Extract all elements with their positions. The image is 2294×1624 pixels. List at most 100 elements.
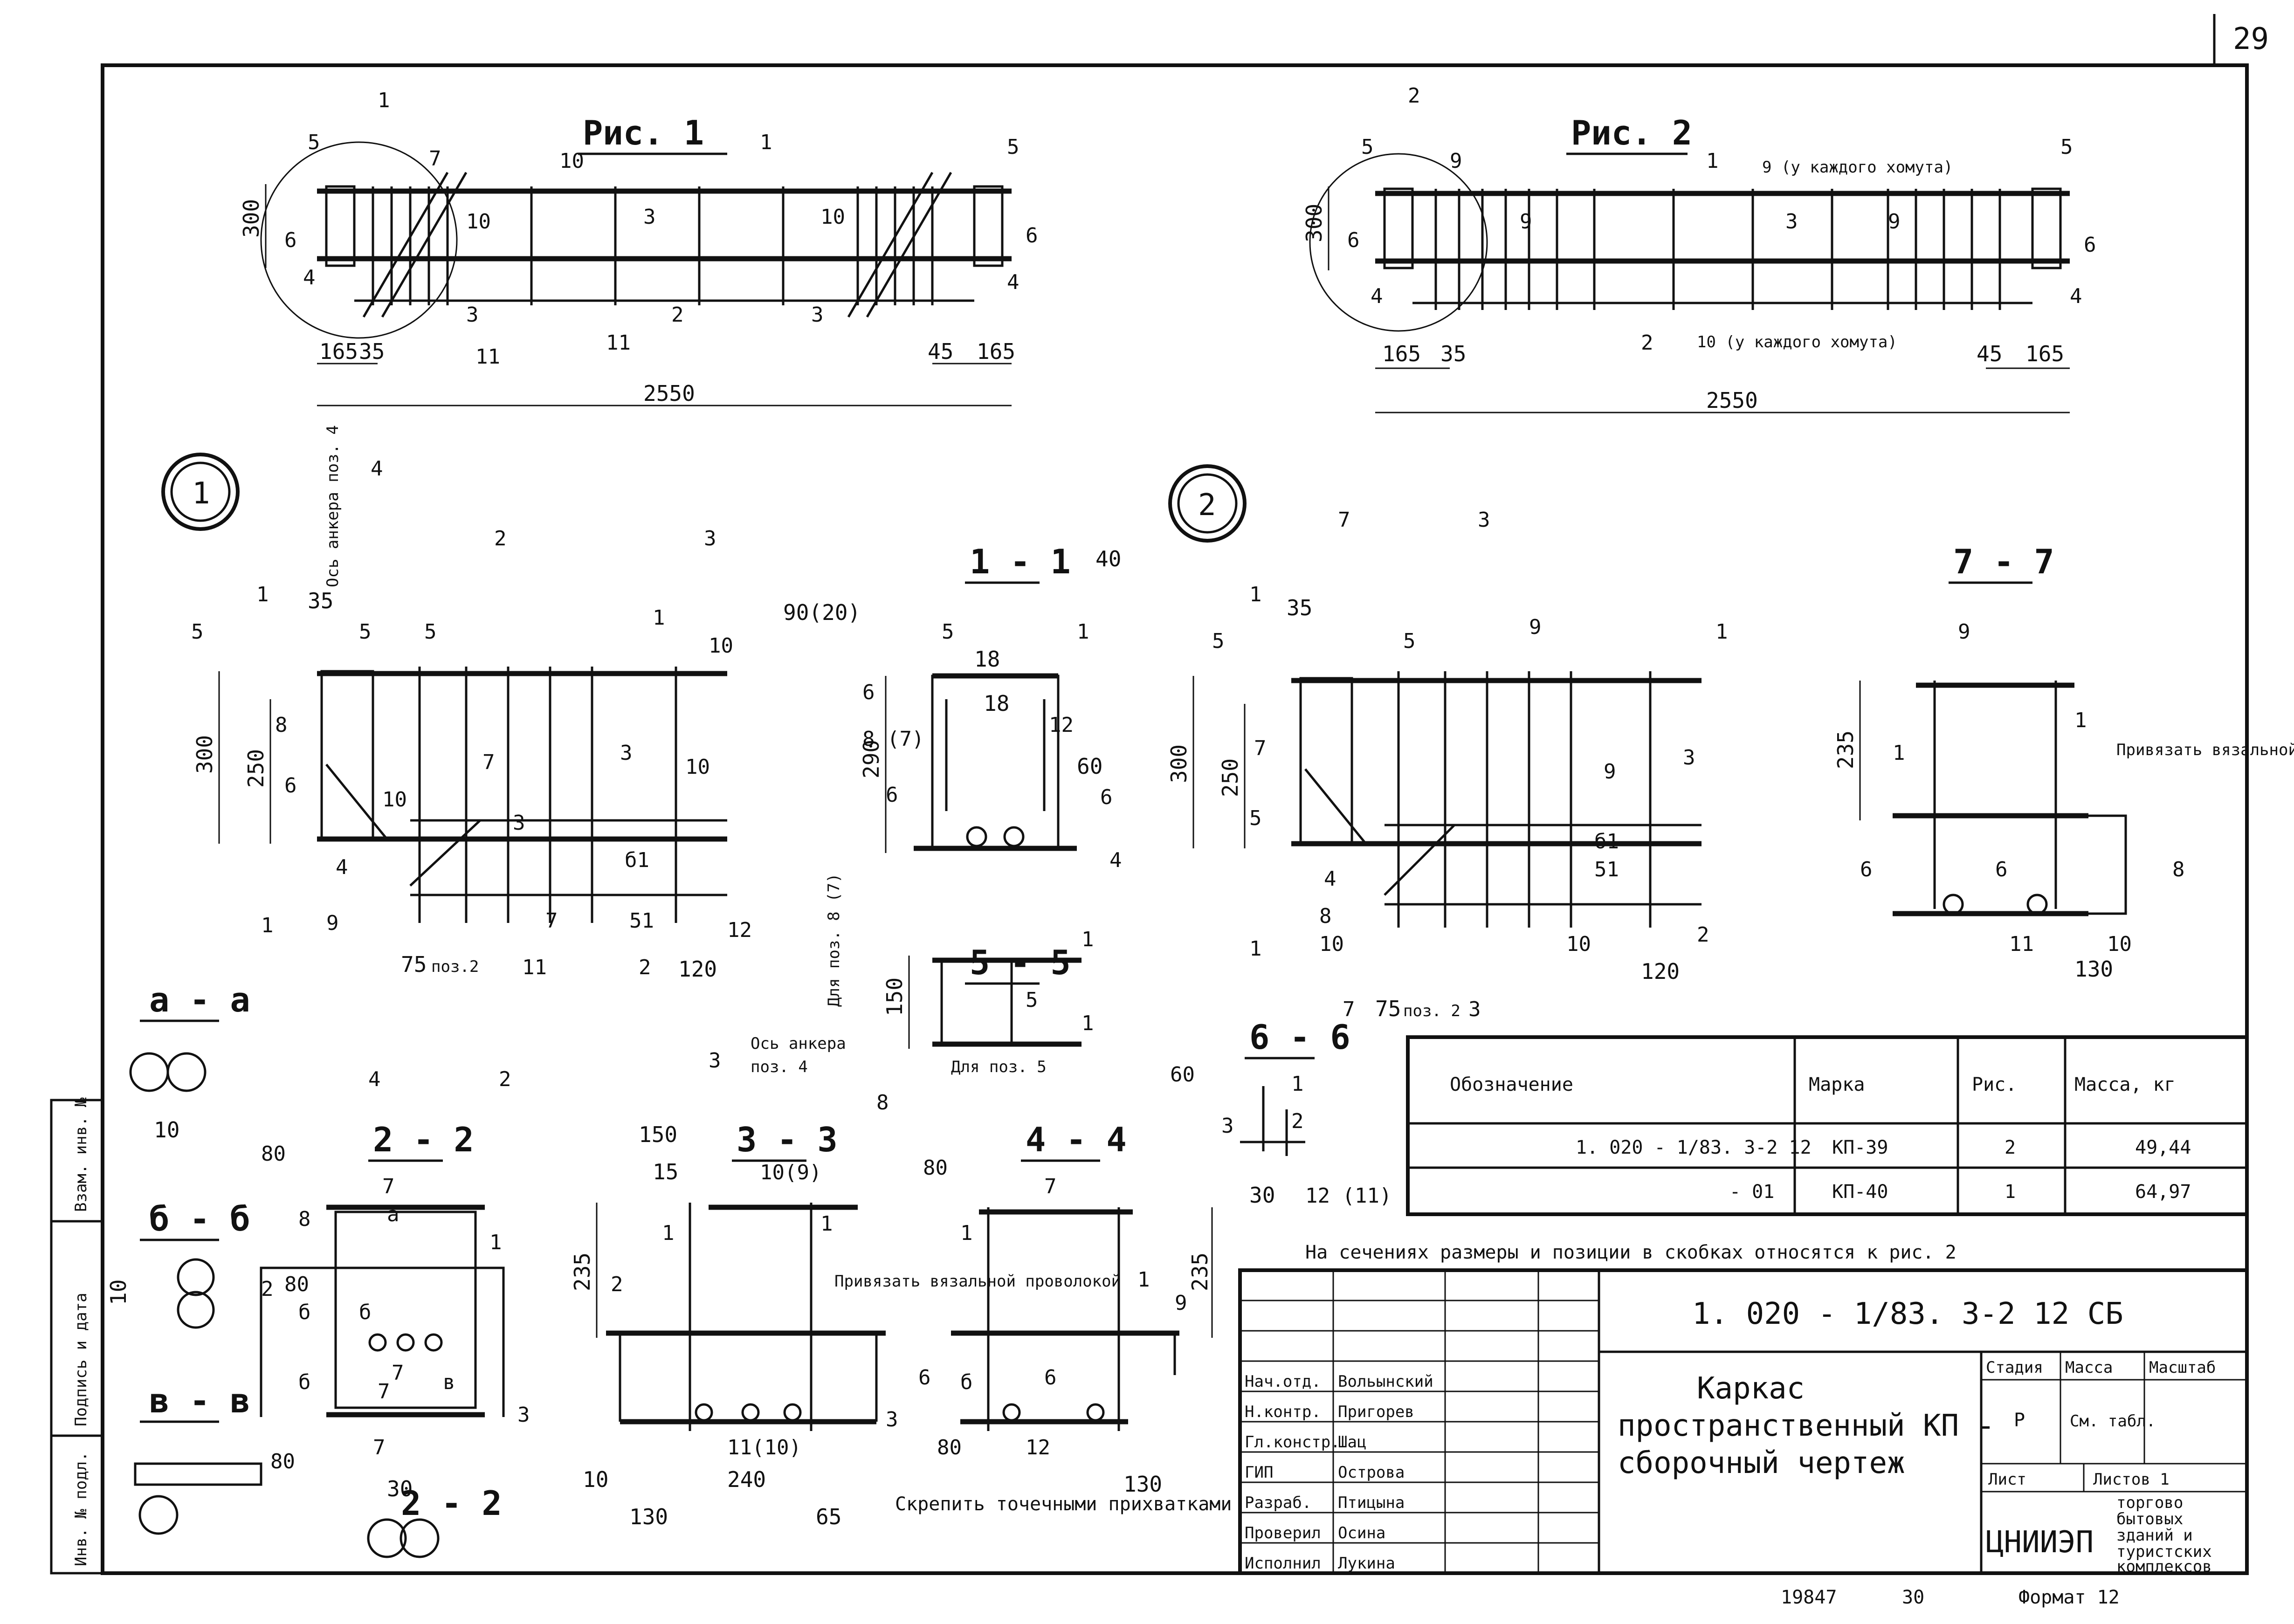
label-stamp-scale_h: Масштаб (2149, 1358, 2216, 1377)
label-sec11-dims-1: 18 (974, 647, 1000, 672)
label-fig1-pos-16: 4 (1007, 270, 1020, 294)
label-stamp-people-5-0: Проверил (1245, 1524, 1321, 1542)
spec-table: Обозначение Марка Рис. Масса, кг 1. 020 … (1406, 1035, 2249, 1216)
label-stamp-mass_h: Масса (2065, 1358, 2113, 1377)
node1-dim-35: 35 (308, 588, 333, 613)
label-sec33-pos-1: 1 (662, 1221, 675, 1245)
fig1-dim-165-left: 165 (319, 339, 358, 364)
section-6-6: 6 - 6 30 60 1 2 3 12 (11) (1170, 1018, 1392, 1208)
side-label-sign: Подпись и дата (72, 1293, 90, 1426)
section-7-7: 7 - 7 235 130 Привязать вязальной провол… (1833, 542, 2294, 982)
side-label-replace: Взам. инв. № (72, 1097, 90, 1212)
label-sec11-pos-2: 8 (7) (862, 727, 924, 751)
fig2-height: 300 (1302, 204, 1327, 242)
node1-dim-75: 75 (401, 952, 427, 977)
label-sec22-pos-1: 7 (382, 1175, 395, 1198)
label-node1-pos-11: 7 (482, 750, 495, 774)
label-sec77-pos-0: 9 (1958, 620, 1970, 644)
node2: 2 300 250 35 75 поз. 2 120 7 3 1 5 5 9 1 (1166, 464, 1728, 1021)
label-fig1-pos-2: 6 (284, 228, 297, 252)
label-node1-pos-4: 5 (191, 620, 204, 644)
label-spec-headers-3: Масса, кг (2074, 1074, 2176, 1095)
label-node1-pos-21: 7 (545, 909, 558, 933)
fig1-total: 2550 (643, 381, 695, 406)
fig2-total: 2550 (1706, 388, 1758, 413)
label-stamp-people-6-1: Лукина (1338, 1554, 1395, 1573)
label-fig2-pos-4: 4 (1371, 284, 1383, 308)
label-node1-pos-5: 5 (359, 620, 372, 644)
label-spec-rows-0-2: 2 (2005, 1137, 2016, 1158)
label-sec44-pos-1: 7 (1044, 1175, 1057, 1198)
label-sec22-pos-10: 7 (392, 1361, 404, 1385)
label-sec22-pos-11: 80 (270, 1450, 295, 1473)
label-fig1-pos-14: 5 (1007, 135, 1020, 159)
label-node2-pos-11: 4 (1324, 867, 1336, 891)
label-spec-headers-2: Рис. (1972, 1074, 2017, 1095)
label-sec11-pos-0: 5 (942, 620, 954, 644)
copy-number: 30 (1902, 1587, 1924, 1608)
label-sec22-title2: 2 - 2 (401, 1484, 502, 1523)
label-sec22-pos-15: а (387, 1203, 400, 1226)
section-2-2: 2 - 2 2 - 2 30 80 7 1 8 2 80 б б 3 б 7 8… (260, 1120, 530, 1558)
label-spec-rows-1-3: 64,97 (2135, 1181, 2191, 1203)
label-sec22-pos-5: 80 (284, 1273, 309, 1296)
label-sec44-dims-0: 235 (1187, 1252, 1212, 1291)
label-fig1-pos-9: 10 (820, 205, 845, 229)
stamp-title-2: пространственный КП - (1618, 1409, 1995, 1443)
label-node2-dims-3: 75 (1375, 996, 1401, 1021)
label-stamp-org_sub-4: комплексов (2116, 1557, 2212, 1576)
label-node2-pos-0: 7 (1338, 508, 1350, 532)
label-sec55-pos-2: 1 (1082, 1012, 1094, 1035)
label-node1-pos-18: б1 (625, 848, 649, 872)
label-sec55-pos-3: 8 (876, 1091, 889, 1115)
sec77-title: 7 - 7 (1953, 542, 2054, 581)
label-sec77-dims-1: 130 (2074, 957, 2113, 982)
label-node2-dims-2: 35 (1287, 595, 1312, 620)
label-spec-rows-1-1: КП-40 (1832, 1181, 1888, 1203)
label-sec11-dims-2: 18 (984, 691, 1009, 716)
label-sec11-pos-7: 4 (1109, 848, 1122, 872)
label-fig2-pos-10: 5 (2060, 135, 2073, 159)
label-sec77-dims-0: 235 (1833, 730, 1858, 769)
stamp-code: 1. 020 - 1/83. 3-2 12 СБ (1692, 1297, 2123, 1331)
node1: 1 300 250 35 75 поз.2 120 Ось анкера поз… (161, 425, 752, 1091)
section-1-1: 1 - 1 290 18 18 60 40 90(20) Для поз. 8 … (783, 542, 1122, 1007)
sheet-format: Формат 12 (2018, 1587, 2120, 1608)
fig1-dim-35-left: 35 (359, 339, 385, 364)
label-sec33-note2: Скрепить точечными прихватками (895, 1493, 1232, 1515)
label-fig2-pos-7: 3 (1785, 210, 1798, 234)
label-sec33-pos-3: 1 (820, 1212, 833, 1236)
label-sec66-pos-2: 2 (1291, 1109, 1304, 1133)
fig2-note-bottom: 10 (у каждого хомута) (1697, 333, 1897, 351)
label-node1-pos-17: 3 (513, 811, 525, 835)
label-sec44-pos-4: 9 (1175, 1291, 1187, 1315)
label-sec33-pos-0: 10(9) (760, 1161, 821, 1184)
label-fig1-pos-1: 5 (308, 131, 320, 154)
label-node2-pos-15: 51 (1594, 858, 1619, 881)
sections-note: На сечениях размеры и позиции в скобках … (1305, 1242, 1956, 1263)
label-node2-pos-2: 1 (1249, 583, 1262, 606)
label-fig2-pos-1: 5 (1361, 135, 1374, 159)
node1-pos2: поз.2 (431, 957, 479, 976)
label-sec22-pos-14: 7 (378, 1380, 390, 1404)
sec11-note: Для поз. 8 (7) (825, 873, 843, 1007)
spec-row2-designation: - 01 (1729, 1181, 1774, 1203)
label-stamp-people-6-0: Исполнил (1245, 1554, 1321, 1573)
label-seca-title: а - а (149, 980, 250, 1019)
label-node1-pos-22: 2 (639, 956, 651, 979)
label-stamp-org_sub-2: зданий и (2116, 1526, 2193, 1545)
label-sec33-pos-4: 3 (886, 1408, 898, 1431)
label-sec66-dim: 30 (1249, 1183, 1275, 1208)
fig2-dim-35-left: 35 (1440, 341, 1466, 366)
label-fig1-pos-4: 7 (429, 147, 441, 171)
node1-dim-300: 300 (192, 735, 217, 774)
label-node1-pos-2: 3 (704, 527, 716, 551)
label-sec22-pos-0: 80 (261, 1142, 286, 1166)
label-sec33-dims-3: 10 (583, 1467, 608, 1492)
label-sec33-note: Привязать вязальной проволокой (834, 1272, 1121, 1291)
label-fig1-pos-0: 1 (378, 89, 390, 112)
label-fig2-pos-12: 4 (2070, 284, 2082, 308)
label-node1-pos-14: 4 (336, 855, 348, 879)
label-sec22-pos-6: б (298, 1301, 311, 1324)
